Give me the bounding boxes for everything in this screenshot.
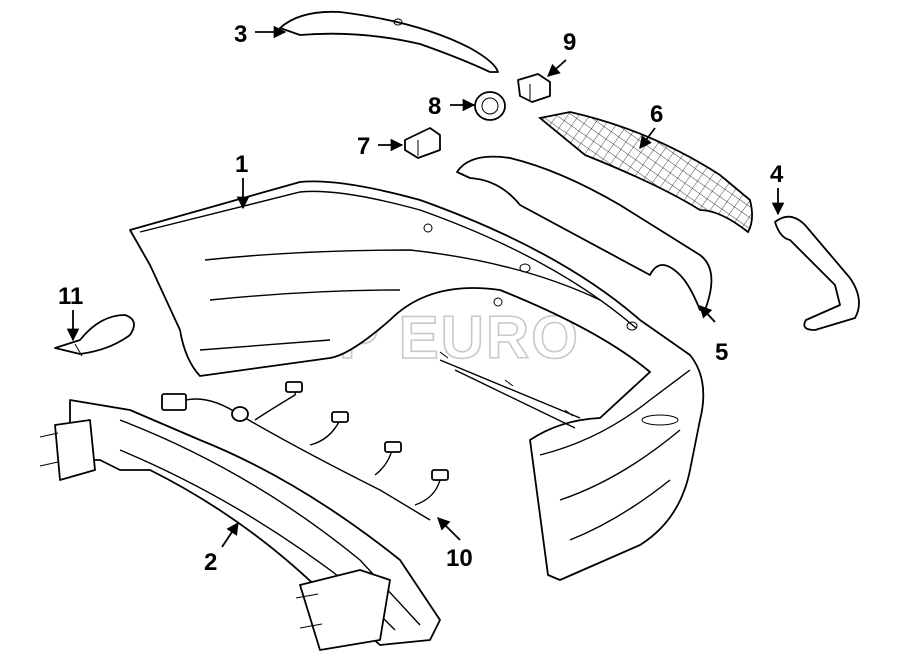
reinforcement-beam [39,399,441,651]
callout-7: 7 [357,133,370,160]
callout-10: 10 [446,545,473,572]
cable-tie [54,314,135,357]
callout-labels: 3 1 4 5 6 7 8 9 11 2 10 [58,21,784,576]
arrow-10 [437,517,461,541]
callout-11: 11 [58,283,83,310]
wiring-harness [161,381,449,521]
clip-part [404,127,441,159]
grommet [474,91,506,121]
callout-6: 6 [650,101,663,128]
upper-trim-left [279,10,499,73]
callout-8: 8 [428,93,441,120]
callout-arrows [66,25,785,548]
arrow-2 [221,521,239,548]
callout-3: 3 [234,21,247,48]
bumper-cover [129,180,705,581]
arrow-5 [699,305,716,323]
sensor-bracket [517,73,551,103]
right-trim [774,215,860,331]
callout-5: 5 [715,339,728,366]
callout-2: 2 [204,549,217,576]
callout-1: 1 [235,151,248,178]
arrow-6 [639,127,656,150]
callout-9: 9 [563,29,576,56]
callout-4: 4 [770,161,784,188]
arrow-9 [547,59,567,77]
